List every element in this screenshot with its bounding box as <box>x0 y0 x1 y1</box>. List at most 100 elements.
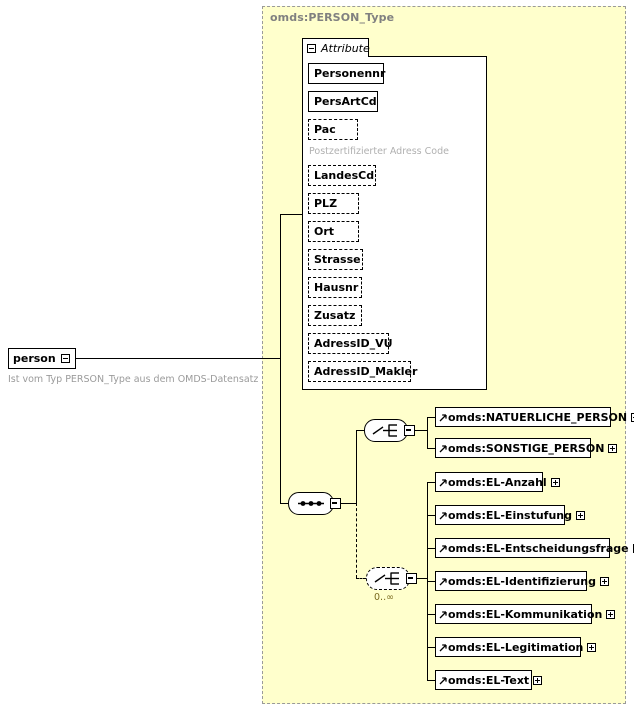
root-element-label: person <box>13 352 56 365</box>
element-wrapper: omds:EL-Identifizierung <box>435 571 609 595</box>
element-label: omds:EL-Legitimation <box>448 640 584 654</box>
attribute-label: AdressID_VU <box>314 337 393 350</box>
plus-box-icon[interactable] <box>550 477 560 487</box>
connector-branch-el-legitimation <box>427 647 435 648</box>
choice-el-compositor[interactable] <box>366 567 410 590</box>
element-el-anzahl[interactable]: omds:EL-Anzahl <box>435 472 560 492</box>
element-natuerliche-person[interactable]: omds:NATUERLICHE_PERSON <box>435 407 634 427</box>
attribute-row: Ort <box>308 221 362 245</box>
choice-person-compositor[interactable] <box>364 419 408 442</box>
attribute-label: Personennr <box>314 67 386 80</box>
attribute-pac[interactable]: Pac <box>308 119 358 140</box>
plus-box-icon[interactable] <box>606 609 616 619</box>
element-wrapper: omds:EL-Entscheidungsfrage <box>435 538 634 562</box>
attribute-persartcd[interactable]: PersArtCd <box>308 91 378 112</box>
attribute-personennr[interactable]: Personennr <box>308 63 386 84</box>
reference-arrow-icon <box>439 412 447 423</box>
attribute-zusatz[interactable]: Zusatz <box>308 305 362 326</box>
connector-choice-person-out <box>415 430 427 431</box>
element-wrapper: omds:NATUERLICHE_PERSON <box>435 407 634 431</box>
reference-arrow-icon <box>439 477 447 488</box>
reference-arrow-icon <box>439 642 447 653</box>
plus-box-icon[interactable] <box>576 510 586 520</box>
plus-box-icon[interactable] <box>632 543 634 553</box>
attribute-label: Ort <box>314 225 335 238</box>
attribute-row: PersArtCd <box>308 91 381 115</box>
connector-choice-el-out <box>417 578 427 579</box>
element-el-legitimation[interactable]: omds:EL-Legitimation <box>435 637 597 657</box>
element-el-kommunikation[interactable]: omds:EL-Kommunikation <box>435 604 616 624</box>
connector-sequence-to-choice-el <box>356 503 357 578</box>
connector-person-to-trunk <box>76 358 280 359</box>
attribute-label: PLZ <box>314 197 338 210</box>
reference-arrow-icon <box>439 609 447 620</box>
element-el-text[interactable]: omds:EL-Text <box>435 670 543 690</box>
root-element-wrapper: person <box>8 348 80 373</box>
attribute-row: Hausnr <box>308 277 365 301</box>
minus-box-icon[interactable] <box>60 354 70 363</box>
element-el-entscheidungsfrage[interactable]: omds:EL-Entscheidungsfrage <box>435 538 634 558</box>
connector-branch-el-text <box>427 680 435 681</box>
connector-trunk-vertical <box>280 214 281 504</box>
attribute-row: AdressID_Makler <box>308 361 417 385</box>
element-wrapper: omds:EL-Text <box>435 670 543 694</box>
element-wrapper: omds:EL-Legitimation <box>435 637 597 661</box>
attribute-label: Zusatz <box>314 309 356 322</box>
element-sonstige-person[interactable]: omds:SONSTIGE_PERSON <box>435 438 618 458</box>
reference-arrow-icon <box>439 510 447 521</box>
root-element-description: Ist vom Typ PERSON_Type aus dem OMDS-Dat… <box>8 374 259 385</box>
connector-branch-el-kommunikation <box>427 614 435 615</box>
element-label: omds:EL-Entscheidungsfrage <box>448 541 629 555</box>
sequence-compositor[interactable] <box>288 492 334 515</box>
connector-choice-person-branch <box>427 417 428 448</box>
sequence-toggle-minus-box-icon[interactable] <box>330 498 341 509</box>
choice-el-wrapper <box>366 567 414 594</box>
reference-arrow-icon <box>439 675 447 686</box>
sequence-icon <box>298 501 324 506</box>
attribute-plz[interactable]: PLZ <box>308 193 359 214</box>
attribute-label: LandesCd <box>314 169 375 182</box>
plus-box-icon[interactable] <box>533 675 543 685</box>
attribute-label: Hausnr <box>314 281 359 294</box>
connector-sequence-out <box>341 503 356 504</box>
attribute-adressid-makler[interactable]: AdressID_Makler <box>308 361 417 382</box>
element-wrapper: omds:EL-Einstufung <box>435 505 586 529</box>
attribute-panel-tab-label: Attribute <box>321 41 370 55</box>
attribute-row: PLZ <box>308 193 362 217</box>
element-label: omds:EL-Identifizierung <box>448 574 596 588</box>
connector-sequence-to-choice-person <box>356 430 357 504</box>
plus-box-icon[interactable] <box>599 576 609 586</box>
element-label: omds:SONSTIGE_PERSON <box>448 441 605 455</box>
connector-branch-el-identifizierung <box>427 581 435 582</box>
choice-icon <box>372 424 397 437</box>
plus-box-icon[interactable] <box>587 642 597 652</box>
choice-person-toggle-minus-box-icon[interactable] <box>404 425 415 436</box>
connector-trunk-to-attribute <box>280 214 302 215</box>
attribute-panel-tab[interactable]: Attribute <box>302 38 370 57</box>
element-el-einstufung[interactable]: omds:EL-Einstufung <box>435 505 586 525</box>
attribute-label: PersArtCd <box>314 95 377 108</box>
attribute-row: Strasse <box>308 249 366 273</box>
element-wrapper: omds:EL-Anzahl <box>435 472 560 496</box>
attribute-label: AdressID_Makler <box>314 365 418 378</box>
sequence-compositor-wrapper <box>288 492 338 519</box>
root-element-person[interactable]: person <box>8 348 76 369</box>
attribute-strasse[interactable]: Strasse <box>308 249 363 270</box>
connector-branch-el-entscheidungsfrage <box>427 548 435 549</box>
attribute-label: Strasse <box>314 253 361 266</box>
minus-box-icon[interactable] <box>307 43 316 53</box>
attribute-ort[interactable]: Ort <box>308 221 359 242</box>
element-label: omds:EL-Einstufung <box>448 508 573 522</box>
element-el-identifizierung[interactable]: omds:EL-Identifizierung <box>435 571 609 591</box>
attribute-adressid-vu[interactable]: AdressID_VU <box>308 333 393 354</box>
attribute-hausnr[interactable]: Hausnr <box>308 277 362 298</box>
type-container-label: omds:PERSON_Type <box>270 11 395 24</box>
attribute-landescd[interactable]: LandesCd <box>308 165 376 186</box>
element-wrapper: omds:EL-Kommunikation <box>435 604 616 628</box>
attribute-label: Pac <box>314 123 336 136</box>
choice-el-toggle-minus-box-icon[interactable] <box>406 573 417 584</box>
element-wrapper: omds:SONSTIGE_PERSON <box>435 438 618 462</box>
connector-to-choice-person <box>356 430 364 431</box>
plus-box-icon[interactable] <box>608 443 618 453</box>
